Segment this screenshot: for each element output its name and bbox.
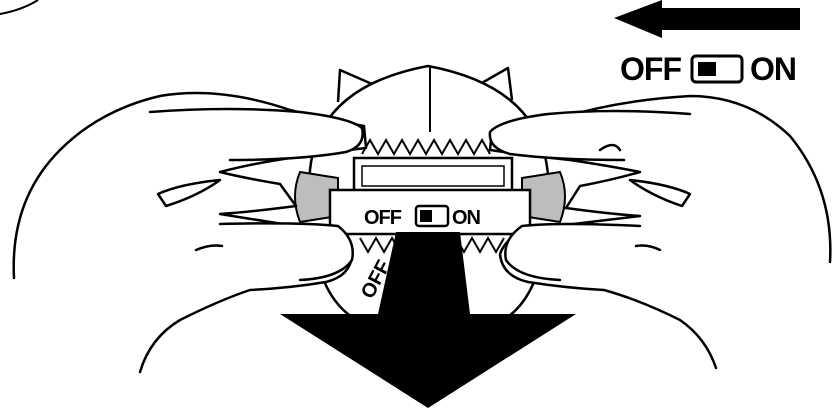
device-off-label: OFF — [364, 207, 402, 229]
slide-left-arrow — [614, 0, 800, 38]
switch-legend: OFF ON — [614, 0, 800, 87]
legend-switch-knob — [698, 62, 716, 76]
legend-on-label: ON — [750, 51, 796, 87]
battery-cover: OFF ON — [330, 158, 530, 234]
device-switch-knob — [420, 210, 432, 222]
corner-stroke — [0, 0, 38, 14]
device-on-label: ON — [452, 207, 481, 229]
legend-off-label: OFF — [620, 51, 681, 87]
device-switch: OFF ON — [364, 206, 481, 229]
cover-top-rail — [354, 158, 512, 192]
